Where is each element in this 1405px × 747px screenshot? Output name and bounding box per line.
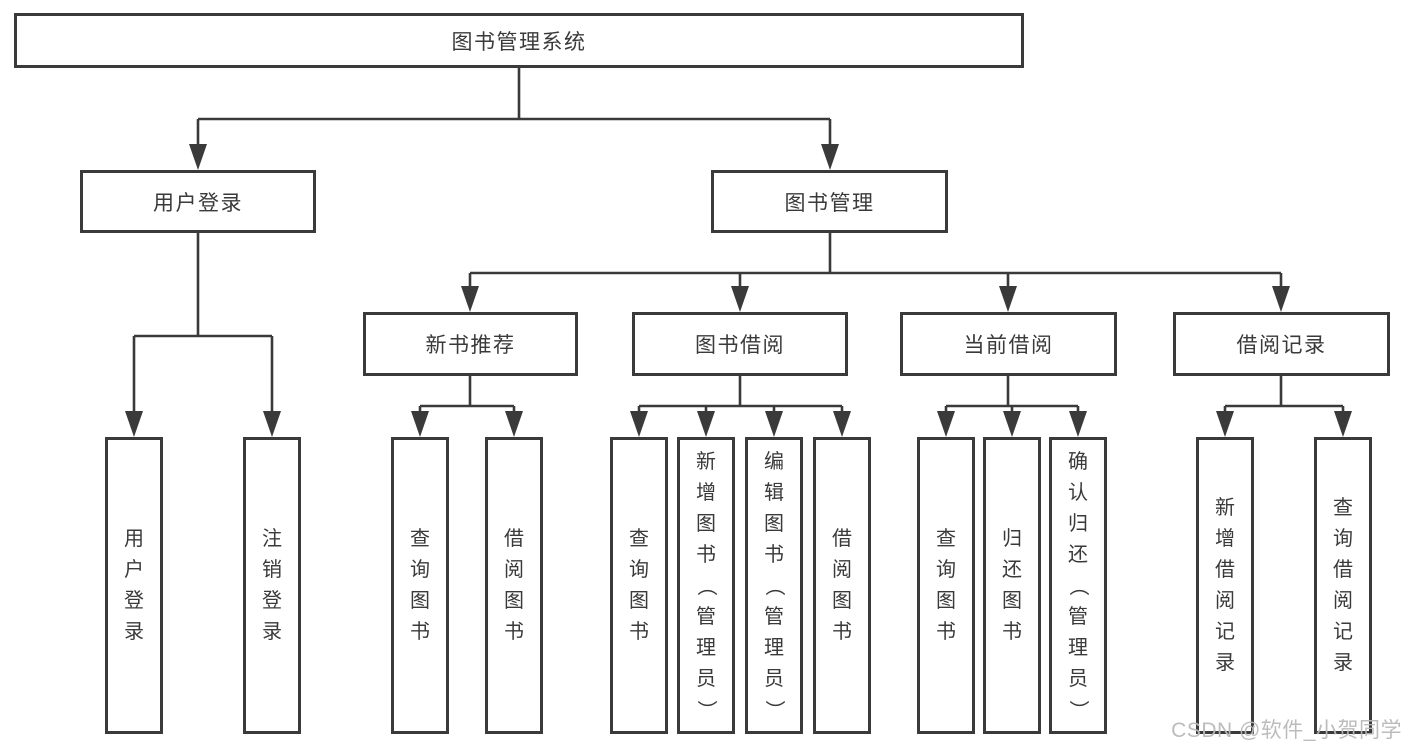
leaf-bb-edit-books-admin: 编辑图书（管理员） [745, 437, 803, 734]
arrowhead [765, 411, 783, 437]
leaf-logout: 注销登录 [243, 437, 301, 734]
arrowhead [821, 144, 839, 170]
node-book-borrowing: 图书借阅 [632, 312, 848, 376]
arrowhead [411, 411, 429, 437]
arrowhead [833, 411, 851, 437]
arrowhead [937, 411, 955, 437]
arrowhead [189, 144, 207, 170]
leaf-user-login: 用户登录 [105, 437, 163, 734]
current-borrowing-connector [944, 376, 1080, 415]
arrowhead [697, 411, 715, 437]
arrowhead [505, 411, 523, 437]
arrowhead [731, 286, 749, 312]
leaf-bb-borrow-books: 借阅图书 [813, 437, 871, 734]
arrowhead [999, 286, 1017, 312]
leaf-br-query-borrow-record: 查询借阅记录 [1314, 437, 1372, 734]
book-management-connector [468, 233, 1283, 290]
leaf-br-add-borrow-record: 新增借阅记录 [1196, 437, 1254, 734]
arrowhead [1069, 411, 1087, 437]
leaf-cb-query-books: 查询图书 [917, 437, 975, 734]
new-book-recommendation-connector [418, 376, 516, 415]
leaf-cb-return-books: 归还图书 [983, 437, 1041, 734]
user-login-connector [132, 233, 274, 415]
leaf-nbr-query-books: 查询图书 [391, 437, 449, 734]
root-connector [196, 68, 832, 148]
arrowhead [125, 411, 143, 437]
node-book-management: 图书管理 [711, 170, 948, 233]
csdn-watermark: CSDN @软件_小贺同学 [1171, 719, 1402, 742]
node-library-management-system: 图书管理系统 [14, 13, 1024, 68]
arrowhead [1003, 411, 1021, 437]
node-borrowing-records: 借阅记录 [1173, 312, 1390, 376]
node-current-borrowing: 当前借阅 [900, 312, 1117, 376]
arrowhead [263, 411, 281, 437]
arrowhead [1272, 286, 1290, 312]
arrowhead [1334, 411, 1352, 437]
arrowhead [1216, 411, 1234, 437]
book-borrowing-connector [637, 376, 844, 415]
node-user-login: 用户登录 [80, 170, 316, 233]
arrowhead [461, 286, 479, 312]
borrowing-records-connector [1223, 376, 1345, 415]
leaf-cb-confirm-return-admin: 确认归还（管理员） [1049, 437, 1107, 734]
leaf-bb-query-books: 查询图书 [610, 437, 668, 734]
leaf-bb-add-books-admin: 新增图书（管理员） [677, 437, 735, 734]
node-new-book-recommendation: 新书推荐 [363, 312, 578, 376]
arrowhead [630, 411, 648, 437]
leaf-nbr-borrow-books: 借阅图书 [485, 437, 543, 734]
